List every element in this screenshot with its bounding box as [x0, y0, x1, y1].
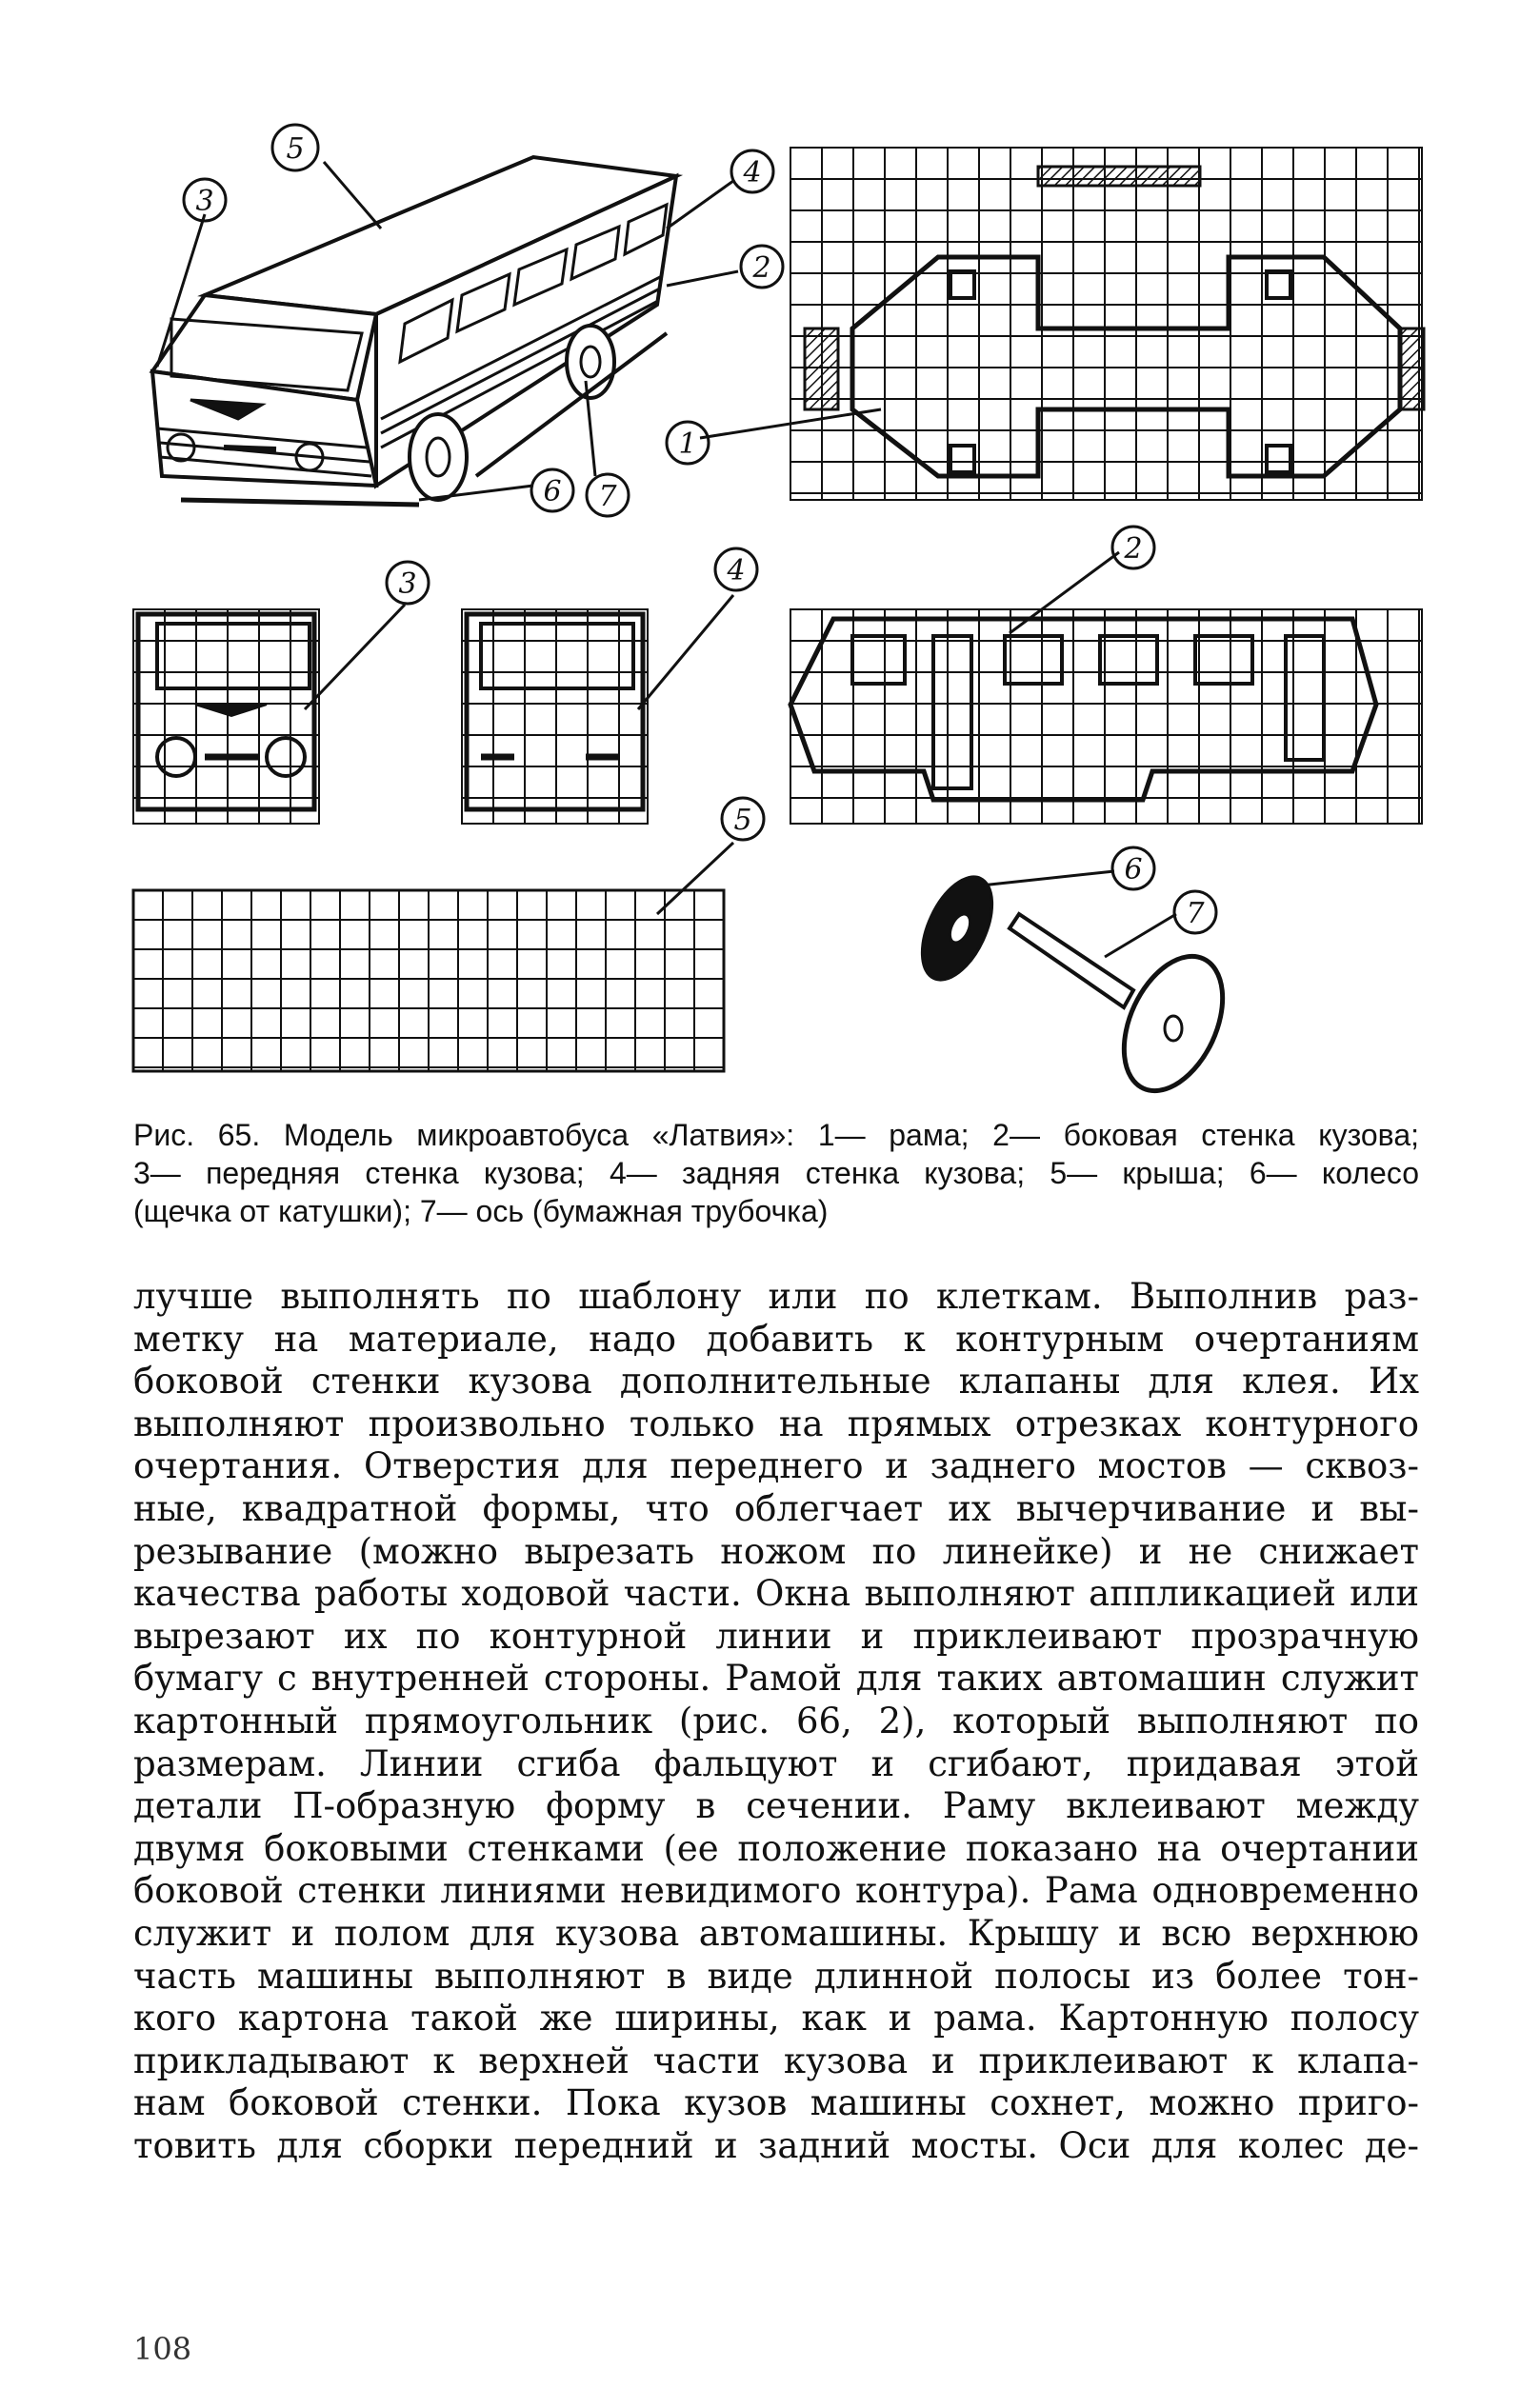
svg-text:2: 2 — [751, 251, 770, 285]
caption-line: 3— передняя стенка кузова; 4— задняя сте… — [133, 1156, 1419, 1190]
body-line: детали П-образную форму в сечении. Раму … — [133, 1785, 1419, 1827]
wheel-and-axle-drawing — [920, 875, 1226, 1094]
svg-text:5: 5 — [733, 804, 751, 837]
caption-line: Рис. 65. Модель микроавтобуса «Латвия»: … — [133, 1118, 1419, 1152]
svg-text:6: 6 — [543, 475, 561, 508]
body-text: лучше выполнять по шаблону или по клетка… — [133, 1276, 1419, 2167]
callout-2-bus: 2 — [739, 244, 785, 289]
callout-7-bus: 7 — [585, 472, 630, 518]
callout-3-bus: 3 — [182, 177, 228, 223]
caption-line: (щечка от катушки); 7— ось (бумажная тру… — [133, 1194, 829, 1228]
body-line: служит и полом для кузова автомашины. Кр… — [133, 1912, 1419, 1954]
body-line: лучше выполнять по шаблону или по клетка… — [133, 1276, 1419, 1317]
body-line: двумя боковыми стенками (ее положение по… — [133, 1827, 1419, 1869]
roof-strip-grid — [131, 888, 726, 1073]
body-line: очертания. Отверстия для переднего и зад… — [133, 1445, 1419, 1487]
callout-3-front: 3 — [385, 560, 430, 606]
body-line: товить для сборки передний и задний мост… — [133, 2124, 1419, 2166]
svg-text:2: 2 — [1123, 532, 1142, 566]
callout-4-bus: 4 — [730, 149, 775, 194]
callout-6-bus: 6 — [530, 468, 575, 513]
callout-1: 1 — [665, 420, 710, 466]
bus-perspective-drawing — [149, 154, 684, 507]
body-line: боковой стенки кузова дополнительные кла… — [133, 1361, 1419, 1403]
body-line: качества работы ходовой части. Окна выпо… — [133, 1573, 1419, 1615]
page-number: 108 — [133, 2331, 192, 2367]
body-line: бумагу с внутренней стороны. Рамой для т… — [133, 1658, 1419, 1700]
callout-2-side: 2 — [1110, 525, 1156, 570]
body-line: часть машины выполняют в виде длинной по… — [133, 1955, 1419, 1997]
body-line: боковой стенки линиями невидимого контур… — [133, 1870, 1419, 1912]
figure-caption: Рис. 65. Модель микроавтобуса «Латвия»: … — [133, 1116, 1419, 1230]
svg-text:7: 7 — [1186, 897, 1205, 930]
body-line: вырезают их по контурной линии и приклеи… — [133, 1615, 1419, 1657]
svg-text:5: 5 — [286, 132, 304, 166]
frame-grid — [790, 147, 1426, 501]
svg-text:6: 6 — [1124, 853, 1142, 886]
svg-text:3: 3 — [195, 185, 213, 218]
side-wall-grid — [788, 608, 1423, 825]
svg-text:7: 7 — [598, 480, 617, 513]
body-line: размерам. Линии сгиба фальцуют и сгибают… — [133, 1742, 1419, 1784]
svg-text:4: 4 — [726, 554, 745, 587]
rear-wall-grid — [461, 608, 649, 825]
figure-65-bus-model: 5 3 4 2 1 6 7 2 3 4 5 6 7 — [131, 123, 1426, 1094]
body-line: кого картона такой же ширины, как и рама… — [133, 1998, 1419, 2040]
svg-text:1: 1 — [678, 428, 696, 461]
callout-5: 5 — [270, 123, 320, 172]
body-line: картонный прямоугольник (рис. 66, 2), ко… — [133, 1700, 1419, 1741]
svg-text:3: 3 — [398, 567, 416, 601]
callout-4-rear: 4 — [713, 547, 759, 592]
callout-labels: 5 3 4 2 1 6 7 2 3 4 5 6 7 — [182, 123, 1218, 935]
body-line: метку на материале, надо добавить к конт… — [133, 1318, 1419, 1360]
svg-text:4: 4 — [742, 156, 761, 189]
callout-7-axle: 7 — [1172, 889, 1218, 935]
body-line: ные, квадратной формы, что облегчает их … — [133, 1487, 1419, 1529]
callout-6-wheel: 6 — [1110, 846, 1156, 891]
body-line: нам боковой стенки. Пока кузов машины со… — [133, 2082, 1419, 2124]
leader-lines — [155, 161, 1177, 959]
callout-5-roof: 5 — [720, 796, 766, 842]
front-wall-grid — [132, 608, 320, 825]
body-line: выполняют произвольно только на прямых о… — [133, 1403, 1419, 1444]
body-line: прикладывают к верхней части кузова и пр… — [133, 2040, 1419, 2081]
body-line: резывание (можно вырезать ножом по линей… — [133, 1530, 1419, 1572]
